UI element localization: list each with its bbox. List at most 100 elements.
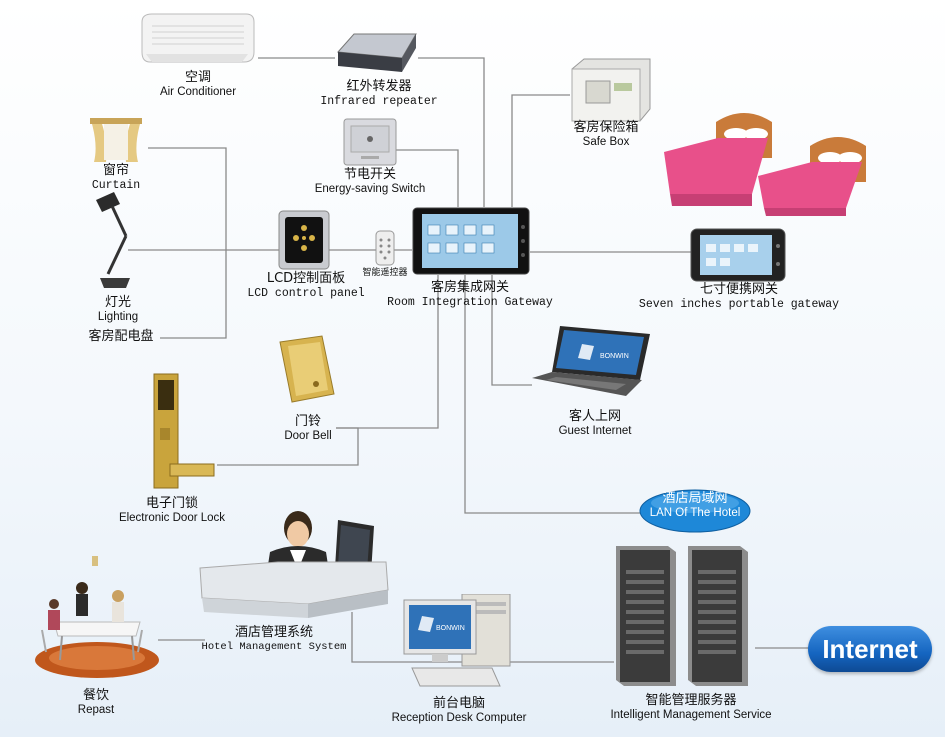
hotel-management-label: 酒店管理系统 Hotel Management System [196, 625, 352, 653]
dining-icon [35, 556, 159, 678]
desktop-brand: BONWIN [436, 625, 465, 632]
hotel-management-desk [198, 500, 390, 622]
server-icon [616, 546, 748, 686]
servers [612, 540, 756, 690]
hotel-lan-label: 酒店局域网 LAN Of The Hotel [638, 491, 752, 520]
line-curtain-bus [148, 147, 227, 339]
line-mgmt-server [351, 612, 614, 663]
repast-zh: 餐饮 [82, 688, 109, 703]
internet-badge: Internet [808, 626, 932, 672]
reception-computer-zh: 前台电脑 [432, 696, 485, 711]
line-ir-gateway [418, 57, 485, 207]
air-conditioner-label: 空调 Air Conditioner [140, 70, 256, 99]
safe-box [566, 57, 654, 123]
guest-internet-zh: 客人上网 [568, 409, 621, 424]
air-conditioner-en: Air Conditioner [159, 85, 237, 98]
lan-cloud-icon [639, 489, 751, 533]
energy-saving-switch-en: Energy-saving Switch [314, 182, 426, 195]
hotel-management-zh: 酒店管理系统 [234, 625, 313, 640]
door-lock-zh: 电子门锁 [145, 496, 198, 511]
door-bell [278, 334, 336, 404]
reception-computer: BONWIN [402, 593, 530, 694]
door-lock [148, 370, 218, 492]
hotel-lan-en: LAN Of The Hotel [649, 506, 741, 519]
lighting-label: 灯光 Lighting [86, 295, 150, 324]
gateway-en: Room Integration Gateway [387, 295, 553, 309]
guest-internet-en: Guest Internet [558, 424, 632, 437]
door-lock-label: 电子门锁 Electronic Door Lock [106, 496, 238, 525]
reception-computer-label: 前台电脑 Reception Desk Computer [382, 696, 536, 725]
room-distribution-box-label: 客房配电盘 [88, 329, 154, 344]
repast-en: Repast [77, 703, 115, 716]
safe-box-icon [571, 58, 651, 122]
line-switch-gateway [395, 149, 459, 207]
gateway-label: 客房集成网关 Room Integration Gateway [370, 280, 570, 309]
lighting-en: Lighting [97, 310, 139, 323]
safe-box-en: Safe Box [582, 135, 630, 148]
gateway-icon [412, 207, 530, 275]
energy-saving-switch-label: 节电开关 Energy-saving Switch [300, 167, 440, 196]
safe-box-label: 客房保险箱 Safe Box [556, 120, 656, 149]
line-gateway-lan [464, 275, 640, 514]
server-en: Intelligent Management Service [610, 708, 772, 721]
front-desk-icon [199, 511, 389, 618]
curtain-en: Curtain [91, 178, 141, 192]
door-bell-icon [279, 335, 335, 403]
smart-remote [375, 230, 395, 266]
tablet-icon [690, 228, 786, 282]
lcd-panel-en: LCD control panel [247, 286, 365, 300]
repast-label: 餐饮 Repast [56, 688, 136, 717]
door-bell-zh: 门铃 [294, 414, 321, 429]
gateway-zh: 客房集成网关 [430, 280, 509, 295]
lamp-icon [96, 192, 130, 288]
lcd-panel-zh: LCD控制面板 [266, 271, 346, 286]
lcd-control-panel-label: LCD控制面板 LCD control panel [236, 271, 376, 300]
lcd-control-panel [278, 210, 330, 270]
portable-gateway-zh: 七寸便携网关 [699, 282, 778, 297]
guest-laptop: BONWIN [530, 322, 656, 398]
laptop-icon: BONWIN [532, 326, 650, 396]
safe-box-zh: 客房保险箱 [573, 120, 639, 135]
reception-computer-en: Reception Desk Computer [391, 711, 527, 724]
guest-internet-label: 客人上网 Guest Internet [540, 409, 650, 438]
remote-icon [375, 230, 395, 266]
beds [656, 108, 870, 216]
door-bell-label: 门铃 Door Bell [268, 414, 348, 443]
door-lock-en: Electronic Door Lock [118, 511, 226, 524]
laptop-brand: BONWIN [600, 353, 629, 360]
internet-label: Internet [822, 634, 918, 664]
curtain-label: 窗帘 Curtain [78, 163, 154, 192]
curtain [88, 116, 144, 164]
line-gateway-laptop [491, 275, 532, 386]
repast-dining [32, 552, 162, 680]
server-label: 智能管理服务器 Intelligent Management Service [596, 693, 786, 722]
door-bell-en: Door Bell [284, 429, 332, 442]
hotel-lan-zh: 酒店局域网 [662, 491, 728, 506]
infrared-repeater [332, 28, 422, 80]
line-gateway-doorbell [336, 275, 439, 429]
energy-saving-switch-zh: 节电开关 [343, 167, 396, 182]
room-integration-gateway [412, 207, 530, 275]
hotel-lan-cloud [638, 488, 752, 534]
lighting-lamp [92, 190, 136, 292]
portable-gateway [690, 228, 786, 282]
lcd-panel-icon [278, 210, 330, 270]
air-conditioner-icon [141, 13, 255, 63]
energy-saving-switch [343, 118, 397, 166]
infrared-repeater-zh: 红外转发器 [346, 79, 412, 94]
portable-gateway-en: Seven inches portable gateway [638, 297, 840, 311]
smart-remote-label: 智能遥控器 [362, 268, 408, 278]
hotel-management-en: Hotel Management System [201, 640, 347, 653]
line-safe-gateway [511, 94, 570, 207]
curtain-icon [90, 118, 142, 162]
infrared-repeater-label: 红外转发器 Infrared repeater [304, 79, 454, 108]
door-lock-icon [153, 373, 215, 489]
bed-icon [664, 113, 866, 216]
server-zh: 智能管理服务器 [645, 693, 737, 708]
switch-icon [343, 118, 397, 166]
infrared-repeater-en: Infrared repeater [320, 94, 438, 108]
desktop-icon: BONWIN [403, 593, 511, 687]
line-doorbell-lock [217, 427, 359, 466]
portable-gateway-label: 七寸便携网关 Seven inches portable gateway [626, 282, 852, 311]
